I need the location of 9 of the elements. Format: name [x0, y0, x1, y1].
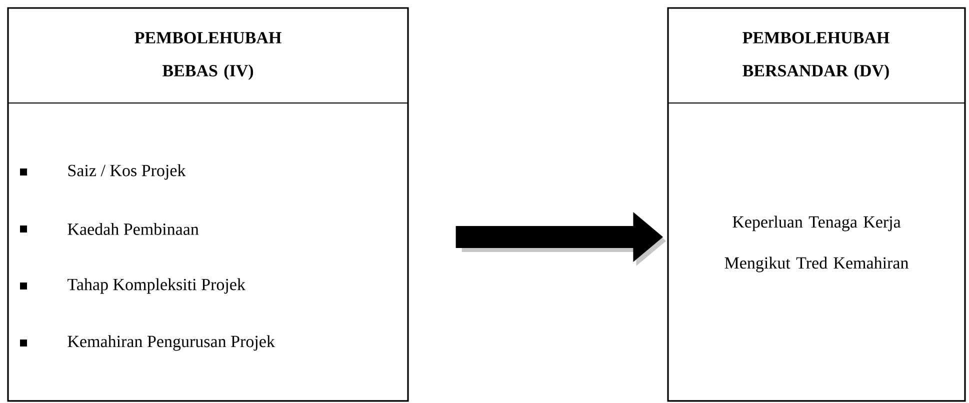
box-heading: PEMBOLEHUBAH BEBAS (IV)	[134, 32, 282, 80]
list-item: Kaedah Pembinaan	[20, 223, 199, 235]
list-item: Saiz / Kos Projek	[20, 164, 186, 180]
variable-box	[7, 7, 409, 402]
variable-box	[667, 7, 966, 402]
list-item: Kemahiran Pengurusan Projek	[20, 335, 275, 351]
box-text: Keperluan Tenaga Kerja Mengikut Tred Kemahiran	[724, 216, 908, 272]
list-item: Tahap Kompleksiti Projek	[20, 278, 246, 294]
box-heading: PEMBOLEHUBAH BERSANDAR (DV)	[742, 32, 890, 80]
